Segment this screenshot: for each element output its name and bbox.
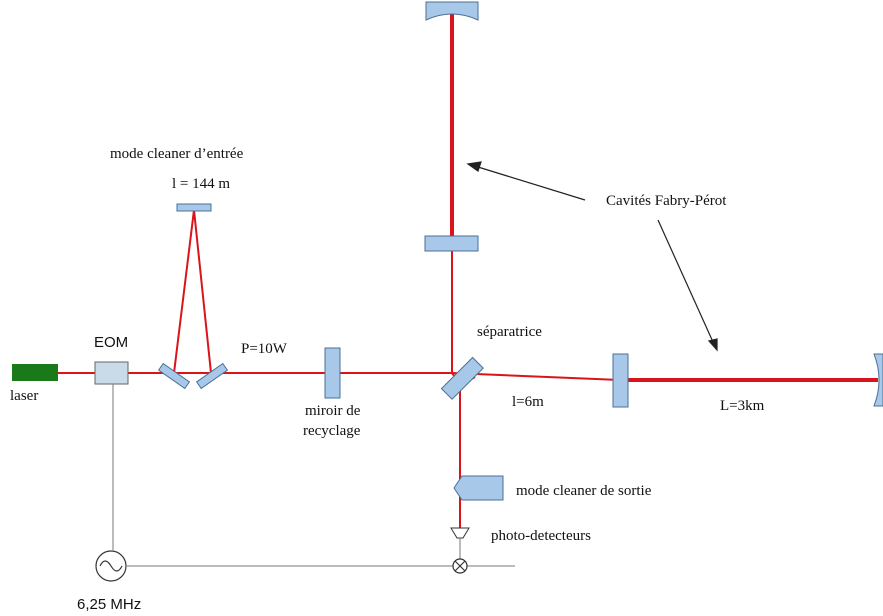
photodetectors-label: photo-detecteurs <box>491 528 591 544</box>
long-arm-label: L=3km <box>720 398 765 414</box>
sine-wave-icon <box>99 560 123 572</box>
beamsplitter <box>440 356 484 400</box>
east-end-mirror <box>873 353 883 407</box>
input-mode-cleaner-label: mode cleaner d’entrée <box>110 146 244 162</box>
oscillator-frequency-label: 6,25 MHz <box>77 596 141 613</box>
north-input-mirror <box>424 235 479 252</box>
input-mode-cleaner-top-mirror <box>176 203 212 212</box>
mixer-cross-icon <box>454 560 466 572</box>
input-mode-cleaner-beam <box>173 209 212 374</box>
fabry-perot-arrows <box>466 161 718 352</box>
fabry-perot-label: Cavités Fabry-Pérot <box>606 193 727 209</box>
beamsplitter-label: séparatrice <box>477 324 542 340</box>
output-mode-cleaner-label: mode cleaner de sortie <box>516 483 652 499</box>
recycling-mirror-label-line1: miroir de <box>305 403 361 419</box>
photodetector-icon <box>450 527 470 539</box>
short-arm-label: l=6m <box>512 394 544 410</box>
east-input-mirror <box>612 353 629 408</box>
arrowhead-east <box>707 338 718 352</box>
recycling-mirror <box>324 347 341 399</box>
input-mode-cleaner-left-mirror <box>157 362 191 390</box>
eom-label: EOM <box>94 334 128 351</box>
arrow-to-north-cavity <box>477 166 586 201</box>
north-end-mirror <box>425 1 479 21</box>
arrow-to-east-cavity <box>657 219 714 343</box>
arrowhead-north <box>466 161 482 172</box>
input-mode-cleaner-right-mirror <box>195 362 229 390</box>
power-label: P=10W <box>241 341 288 357</box>
east-short-beam <box>451 372 621 381</box>
beams <box>58 14 878 528</box>
output-mode-cleaner <box>453 475 504 501</box>
laser-label: laser <box>10 388 38 404</box>
recycling-mirror-label-line2: recyclage <box>303 423 361 439</box>
input-mode-cleaner-length-label: l = 144 m <box>172 176 230 192</box>
eom-modulator <box>94 361 129 385</box>
laser-source <box>12 364 58 381</box>
